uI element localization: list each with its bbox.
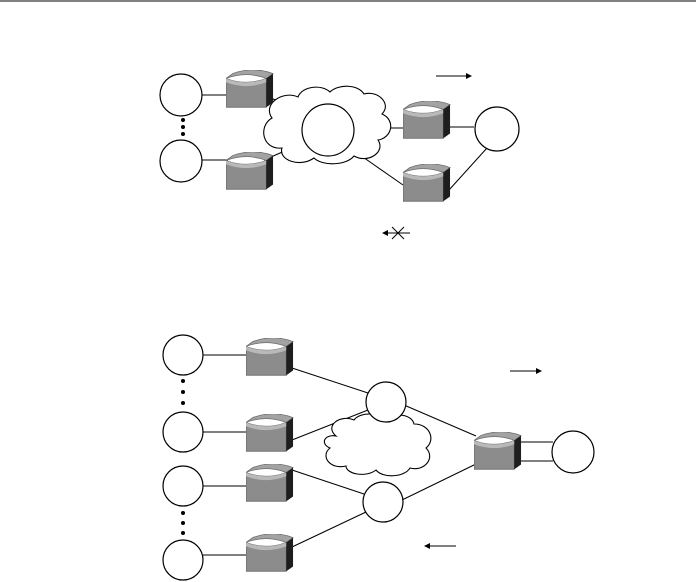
arrow-icon	[436, 73, 472, 79]
ellipsis-dots	[181, 511, 185, 535]
router-icon	[403, 164, 451, 202]
network-cloud-icon	[323, 413, 432, 477]
host-circle-icon	[162, 334, 204, 376]
bottom-figure	[162, 334, 595, 581]
router-node-circle	[365, 381, 407, 423]
ellipsis-dots	[181, 118, 185, 136]
link	[291, 409, 369, 441]
top-figure	[159, 70, 520, 240]
ellipsis-dots	[181, 379, 185, 405]
blocked-arrow-icon	[382, 226, 410, 240]
router-icon	[226, 70, 274, 108]
link	[291, 469, 365, 495]
host-circle-icon	[159, 139, 203, 183]
router-node-circle	[362, 481, 404, 523]
host-circle-icon	[162, 539, 204, 581]
bottom-links	[203, 354, 553, 556]
link	[403, 404, 477, 437]
link	[291, 367, 369, 394]
host-circle-icon	[551, 430, 595, 474]
router-node-circle	[301, 103, 355, 157]
host-circle-icon	[159, 73, 203, 117]
link	[291, 511, 367, 548]
host-circle-icon	[162, 465, 204, 507]
link	[448, 147, 488, 191]
router-icon	[226, 152, 274, 190]
router-icon	[403, 101, 451, 139]
arrow-icon	[424, 543, 456, 549]
router-icon	[246, 464, 294, 502]
router-icon	[474, 432, 522, 470]
router-icon	[246, 414, 294, 452]
link	[401, 463, 477, 501]
host-circle-icon	[474, 106, 520, 152]
arrow-icon	[510, 368, 542, 374]
host-circle-icon	[162, 411, 204, 453]
router-icon	[246, 534, 294, 572]
router-icon	[246, 338, 294, 376]
